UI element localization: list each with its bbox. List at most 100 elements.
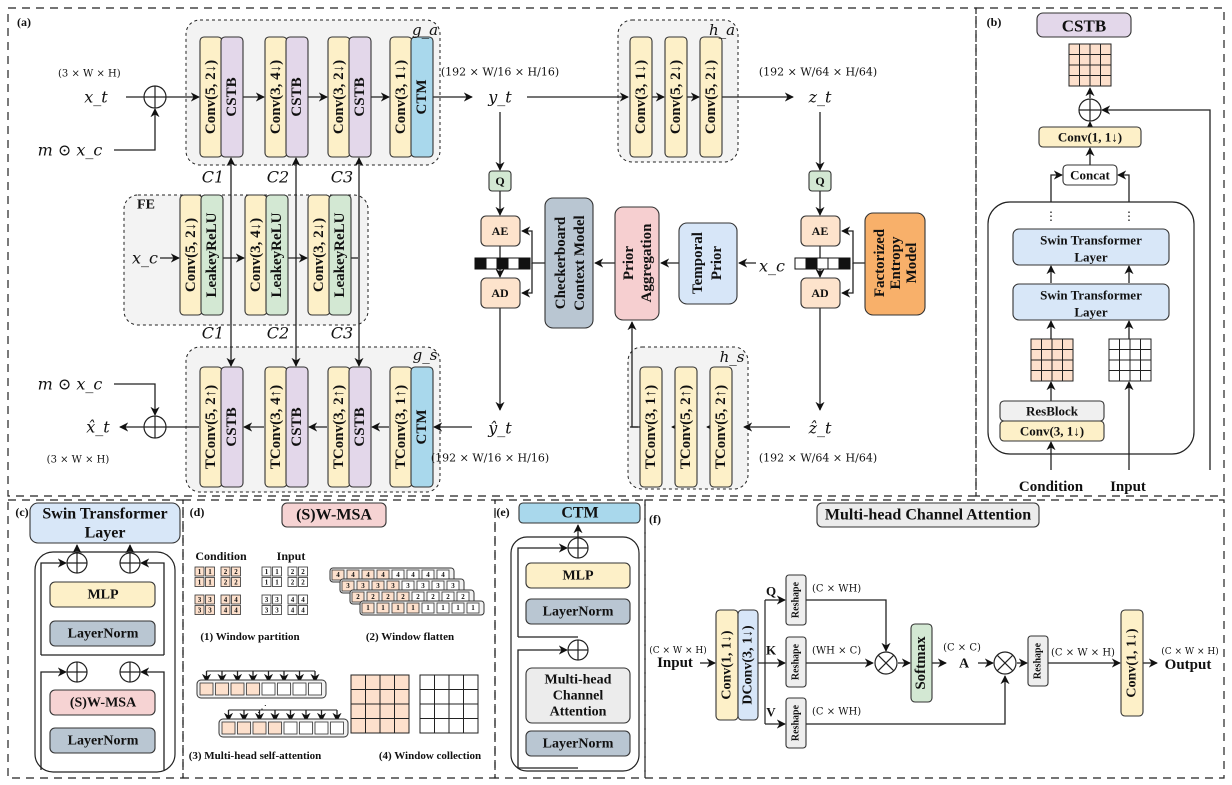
d-cond-partition-cell — [220, 566, 231, 577]
add-circle-glyph — [144, 416, 166, 438]
concat-box — [1062, 164, 1118, 186]
d-attn-row-1-cell — [308, 682, 322, 696]
c-label-bottom-1: C2 — [267, 324, 289, 343]
d-attn-row-1-cell — [230, 682, 245, 696]
b-inner-frame — [987, 201, 1195, 455]
d-attn-row-1-cell — [292, 682, 307, 696]
b-residual — [1101, 105, 1211, 470]
ga-block-2-conv-label: Conv(3, 2↓) — [331, 60, 347, 134]
d-input-partition-cell-label: 1 — [275, 578, 279, 586]
hs-block-0 — [639, 366, 663, 488]
xt-label: x_t — [84, 88, 108, 107]
ae-box-y — [480, 215, 521, 247]
d-input-partition-cell-label: 3 — [265, 606, 269, 614]
d-input-partition-cell — [272, 577, 282, 587]
e-mhca-l3: Attention — [550, 705, 607, 720]
c-label-top-2: C3 — [331, 168, 353, 187]
f-reshape-k — [785, 636, 807, 688]
d-collect-input-lines — [420, 675, 478, 733]
c-add-bl-glyph — [67, 662, 87, 682]
d-input-partition-cell — [287, 577, 298, 587]
d-cond-partition-cell-label: 3 — [198, 596, 202, 604]
gs-label: g_s — [413, 346, 438, 364]
d-flatten-cell-label: 3 — [361, 582, 365, 590]
gs-block-1-conv-label: TConv(3, 4↑) — [268, 385, 284, 469]
ga-block-3-tail — [410, 36, 434, 158]
temporal-prior-box — [678, 222, 738, 305]
d-cond-partition-cell-label: 3 — [198, 606, 202, 614]
d-cond-partition-cell-label: 1 — [208, 568, 212, 576]
f-softmax — [910, 623, 933, 703]
c-swmsa — [49, 689, 156, 716]
c-ln-bottom-label: LayerNorm — [68, 734, 139, 749]
d-input-partition-cell-label: 1 — [265, 578, 269, 586]
d-flatten-cell-label: 3 — [406, 582, 410, 590]
d-cond-partition-cell-label: 1 — [208, 578, 212, 586]
cb-to-ad — [521, 263, 533, 298]
xhat-label: x̂_t — [86, 418, 110, 437]
d-flatten-cell-label: 3 — [436, 582, 440, 590]
ga-block-2-tail-label: CSTB — [352, 77, 368, 116]
d-attn-row-2-cell — [314, 721, 329, 735]
d-flatten-cell-label: 1 — [396, 604, 400, 612]
d-cond-partition-cell — [205, 594, 215, 605]
f-v-dim: (C × WH) — [812, 707, 861, 718]
d-cond-partition-cell — [231, 605, 241, 615]
cb-to-ae — [521, 226, 545, 264]
factorized-label-1: Factorized — [872, 228, 888, 297]
b-condition-grid-lines — [1031, 339, 1073, 381]
f-reshape-label-q: Reshape — [791, 581, 802, 618]
d-input-partition-cell — [261, 577, 272, 587]
f-softmax-label: Softmax — [913, 636, 929, 690]
ga-block-1-tail-label: CSTB — [289, 77, 305, 116]
d-input-partition-cell-label: 3 — [275, 596, 279, 604]
fe-block-2-tail — [328, 194, 352, 316]
d-flatten-cell-label: 1 — [366, 604, 370, 612]
e-ln-bottom-label: LayerNorm — [543, 737, 614, 752]
c-label-bottom-0: C1 — [202, 324, 224, 343]
d-flatten-cell — [436, 602, 450, 614]
d-attn-row-2-cell — [221, 721, 236, 735]
ad-label-y: AD — [491, 286, 509, 300]
ga-block-1-tail — [285, 36, 309, 158]
temporal-label-1: Temporal — [690, 232, 706, 294]
d-flatten-cell-label: 4 — [336, 571, 340, 579]
f-k-label: K — [766, 643, 777, 658]
d-input-partition-cell-label: 2 — [301, 568, 305, 576]
d-cond-partition-cell-label: 4 — [234, 596, 238, 604]
d-cond-partition-cell — [205, 577, 215, 587]
d-cond-partition-cell — [231, 566, 241, 577]
d-input-partition-cell — [298, 577, 308, 587]
ha-label: h_a — [709, 21, 735, 39]
yhat-dim: (192 × W/16 × H/16) — [431, 452, 549, 465]
d-flatten-cell-label: 3 — [451, 582, 455, 590]
d-title: (S)W-MSA — [296, 507, 372, 524]
e-title-box — [518, 502, 641, 524]
bitstream-z-cell — [838, 257, 851, 270]
d-attn-row-2-cell — [299, 721, 313, 735]
e-add-top-glyph — [568, 538, 588, 558]
d-flatten-cell — [376, 602, 390, 614]
c-ln-top-label: LayerNorm — [68, 627, 139, 642]
d-input-partition-cell — [287, 594, 298, 605]
d-flatten-cell-label: 2 — [371, 593, 375, 601]
b-swin-top-l1: Swin Transformer — [1040, 233, 1142, 248]
d-flatten-cell — [341, 580, 355, 592]
e-title: CTM — [561, 505, 598, 522]
ha-block-0 — [629, 36, 653, 158]
d-flatten-cell — [421, 602, 435, 614]
bitstream-y-cell — [485, 257, 498, 270]
c-res-tl — [40, 558, 67, 655]
hs-block-label-2: TConv(5, 2↑) — [713, 385, 729, 469]
f-mul-1-glyph — [877, 654, 895, 672]
f-reshape-label-v: Reshape — [791, 704, 802, 741]
d-cond-partition-cell — [220, 594, 231, 605]
d-input-partition-cell — [272, 594, 282, 605]
d-cond-partition-cell-label: 4 — [234, 606, 238, 614]
zt-dim: (192 × W/64 × H/64) — [759, 66, 877, 79]
ae-label-y: AE — [492, 224, 509, 238]
d-cond-partition-cell-label: 2 — [224, 568, 228, 576]
b-conv-top — [1038, 126, 1142, 148]
bitstream-z-cell — [805, 257, 818, 270]
bitstream-y-cell — [496, 257, 509, 270]
